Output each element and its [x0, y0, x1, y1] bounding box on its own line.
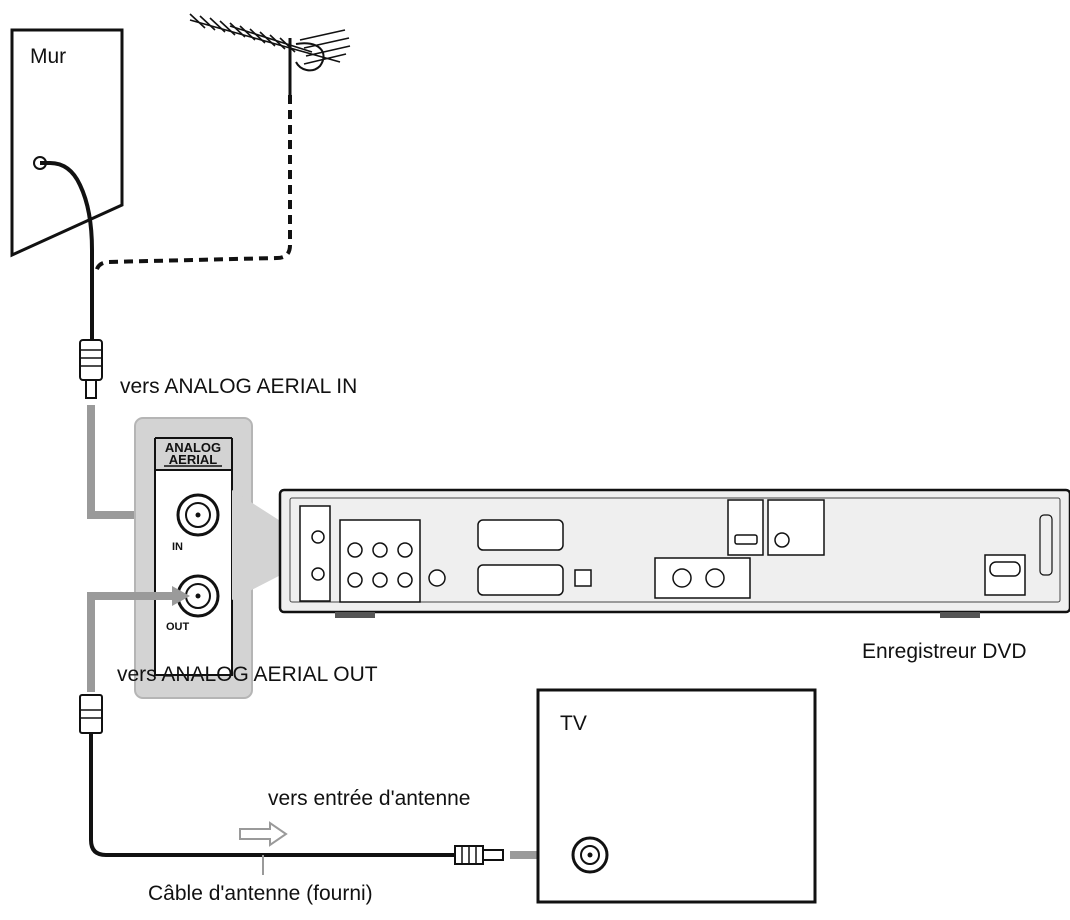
arrow-to-out — [172, 586, 190, 606]
recorder-aerial-block — [299, 505, 331, 602]
wall-plate — [10, 28, 124, 258]
scart-line1 — [477, 519, 564, 551]
cable-label: Câble d'antenne (fourni) — [148, 882, 373, 905]
wall-cable — [40, 161, 94, 340]
analog-aerial-panel-zoom: ANALOG AERIAL IN OUT — [134, 417, 253, 699]
recorder-line2-out-block — [339, 519, 421, 603]
tv-input-label: vers entrée d'antenne — [268, 787, 471, 810]
panel-out-label: OUT — [166, 621, 190, 633]
panel-title-line1: ANALOG — [165, 440, 221, 455]
antenna-cable-to-tv — [89, 733, 455, 857]
aerial-out-plug — [79, 694, 103, 734]
tv-label: TV — [560, 712, 587, 735]
aerial-in-plug — [79, 339, 103, 399]
panel-in-label: IN — [172, 541, 183, 553]
scart-line3 — [477, 564, 564, 596]
gray-cable-from-out — [87, 592, 178, 692]
recorder-label: Enregistreur DVD — [862, 640, 1027, 663]
wall-label: Mur — [30, 45, 67, 68]
recorder-digital-aerial-block — [654, 557, 751, 599]
aerial-out-label: vers ANALOG AERIAL OUT — [117, 663, 378, 686]
antenna-icon — [189, 13, 351, 95]
aerial-in-label: vers ANALOG AERIAL IN — [120, 375, 358, 398]
zoom-wedge — [232, 490, 310, 600]
signal-direction-arrow-icon — [239, 821, 288, 847]
recorder-coaxial-block — [767, 499, 825, 556]
panel-title-line2: AERIAL — [169, 452, 217, 467]
tv-plug — [454, 845, 504, 865]
dvd-recorder — [278, 488, 1070, 618]
antenna-dashed-cable — [94, 95, 292, 276]
aerial-in-connector — [176, 493, 220, 537]
recorder-hdmi-block — [727, 499, 764, 556]
tv — [536, 688, 817, 904]
